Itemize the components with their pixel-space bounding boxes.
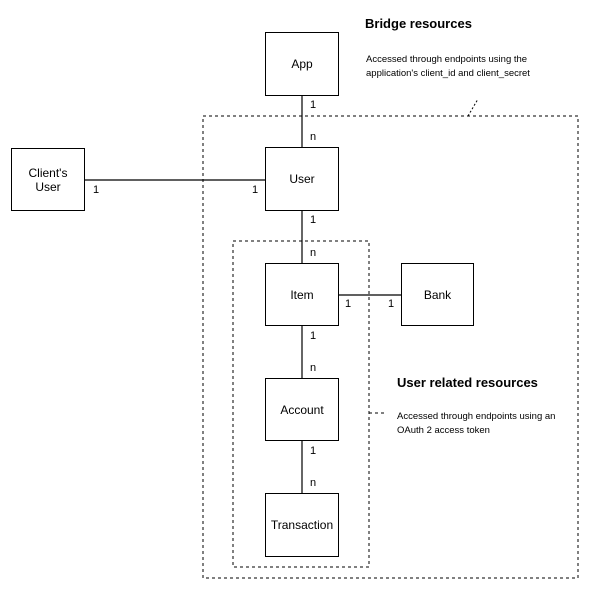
entity-app-label: App xyxy=(291,57,313,71)
multiplicity-user-side-item: 1 xyxy=(310,214,317,226)
multiplicity-user-side-client: 1 xyxy=(252,184,259,196)
multiplicity-user-side-app: n xyxy=(310,131,317,143)
multiplicity-account-side-item: n xyxy=(310,362,317,374)
multiplicity-item-side-bank: 1 xyxy=(345,298,352,310)
multiplicity-transaction-side-account: n xyxy=(310,477,317,489)
entity-item[interactable]: Item xyxy=(265,263,339,326)
bridge-resources-title: Bridge resources xyxy=(365,16,472,31)
multiplicity-clients-user-side: 1 xyxy=(93,184,100,196)
user-related-description: Accessed through endpoints using an OAut… xyxy=(397,411,556,436)
multiplicity-account-side-transaction: 1 xyxy=(310,445,317,457)
entity-transaction-label: Transaction xyxy=(270,518,334,532)
entity-account-label: Account xyxy=(280,402,324,417)
entity-user-label: User xyxy=(289,172,315,186)
entity-clients-user[interactable]: Client's User xyxy=(11,148,85,211)
entity-user[interactable]: User xyxy=(265,147,339,211)
entity-account[interactable]: Account xyxy=(265,378,339,441)
entity-app[interactable]: App xyxy=(265,32,339,96)
entity-item-label: Item xyxy=(290,287,314,302)
entity-bank-label: Bank xyxy=(423,287,452,302)
entity-bank[interactable]: Bank xyxy=(401,263,474,326)
user-related-boundary xyxy=(232,240,370,568)
multiplicity-bank-side-item: 1 xyxy=(388,298,395,310)
multiplicity-item-side-user: n xyxy=(310,247,317,259)
entity-clients-user-label: Client's User xyxy=(28,165,68,194)
entity-transaction[interactable]: Transaction xyxy=(265,493,339,557)
bridge-resources-boundary xyxy=(202,115,579,579)
multiplicity-item-side-account: 1 xyxy=(310,330,317,342)
multiplicity-app-side: 1 xyxy=(310,99,317,111)
bridge-resources-description: Accessed through endpoints using the app… xyxy=(366,54,530,79)
user-related-title: User related resources xyxy=(397,375,538,390)
bridge-leader-line xyxy=(467,98,479,117)
